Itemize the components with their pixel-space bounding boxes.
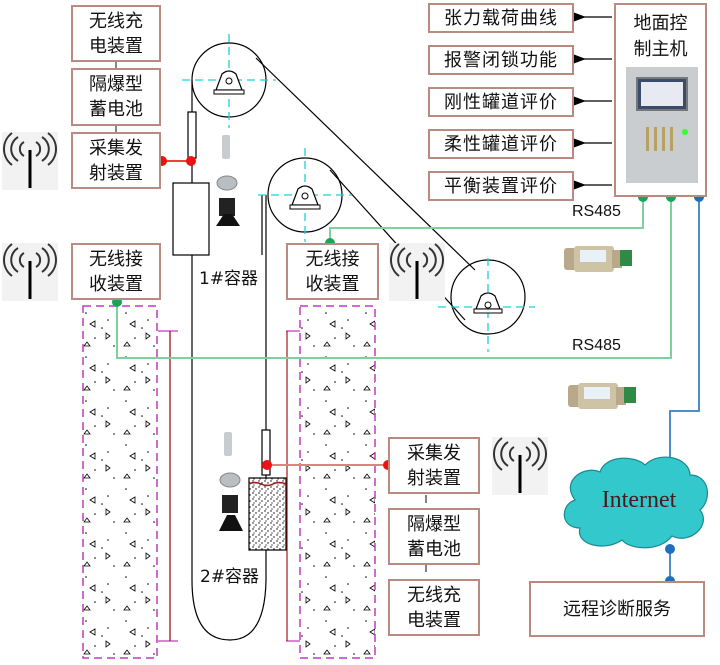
head-sheave-1 [182,34,276,128]
function-box-balance-device: 平衡装置评价 [428,171,574,201]
function-box-tension-curve: 张力载荷曲线 [428,3,574,33]
rf-link-1 [157,156,196,166]
function-box-alarm-lock: 报警闭锁功能 [428,45,574,75]
shaft-wall-left [82,305,178,659]
remote-diagnosis-box: 远程诊断服务 [529,581,705,637]
button-panel [646,127,678,151]
tension-sensor-icon [216,135,240,226]
transmitter-box-right: 采集发 射装置 [388,437,480,494]
container-1 [172,111,210,256]
rs485-label-2: RS485 [572,337,621,354]
head-sheave-2 [258,148,352,242]
rs485-label-1: RS485 [572,203,621,220]
function-box-rigid-guide: 刚性罐道评价 [428,87,574,117]
transmitter-box-left: 采集发 射装置 [71,132,161,189]
shaft-wall-right [286,305,376,659]
receiver-box-middle: 无线接 收装置 [286,243,379,300]
host-title: 地面控 制主机 [633,13,688,60]
tension-sensor-icon [219,432,243,531]
status-led-icon [682,129,688,135]
ground-control-host: 地面控 制主机 [614,3,707,197]
function-box-flexible-guide: 柔性罐道评价 [428,129,574,159]
wireless-antenna-icon [389,243,445,301]
rs485-converter-icon [564,246,632,272]
deflection-sheave [438,258,535,352]
internet-cloud-icon [563,456,708,549]
rs485-converter-icon [568,383,636,409]
container-1-label: 1#容器 [199,269,259,289]
function-arrows [570,11,612,191]
container-2-label: 2#容器 [200,567,260,587]
cloud-label: Internet [602,487,677,513]
wireless-antenna-icon [492,437,548,495]
container-2 [248,429,287,551]
battery-box-right: 隔爆型 蓄电池 [388,508,480,565]
cabinet-screen [636,77,688,111]
control-cabinet-photo [626,67,698,183]
wireless-antenna-icon [2,243,58,301]
wireless-charger-box-left: 无线充 电装置 [71,5,161,62]
wireless-charger-box-right: 无线充 电装置 [388,579,480,636]
battery-box-left: 隔爆型 蓄电池 [71,68,161,126]
receiver-box-left: 无线接 收装置 [71,243,161,300]
wireless-antenna-icon [2,132,58,190]
